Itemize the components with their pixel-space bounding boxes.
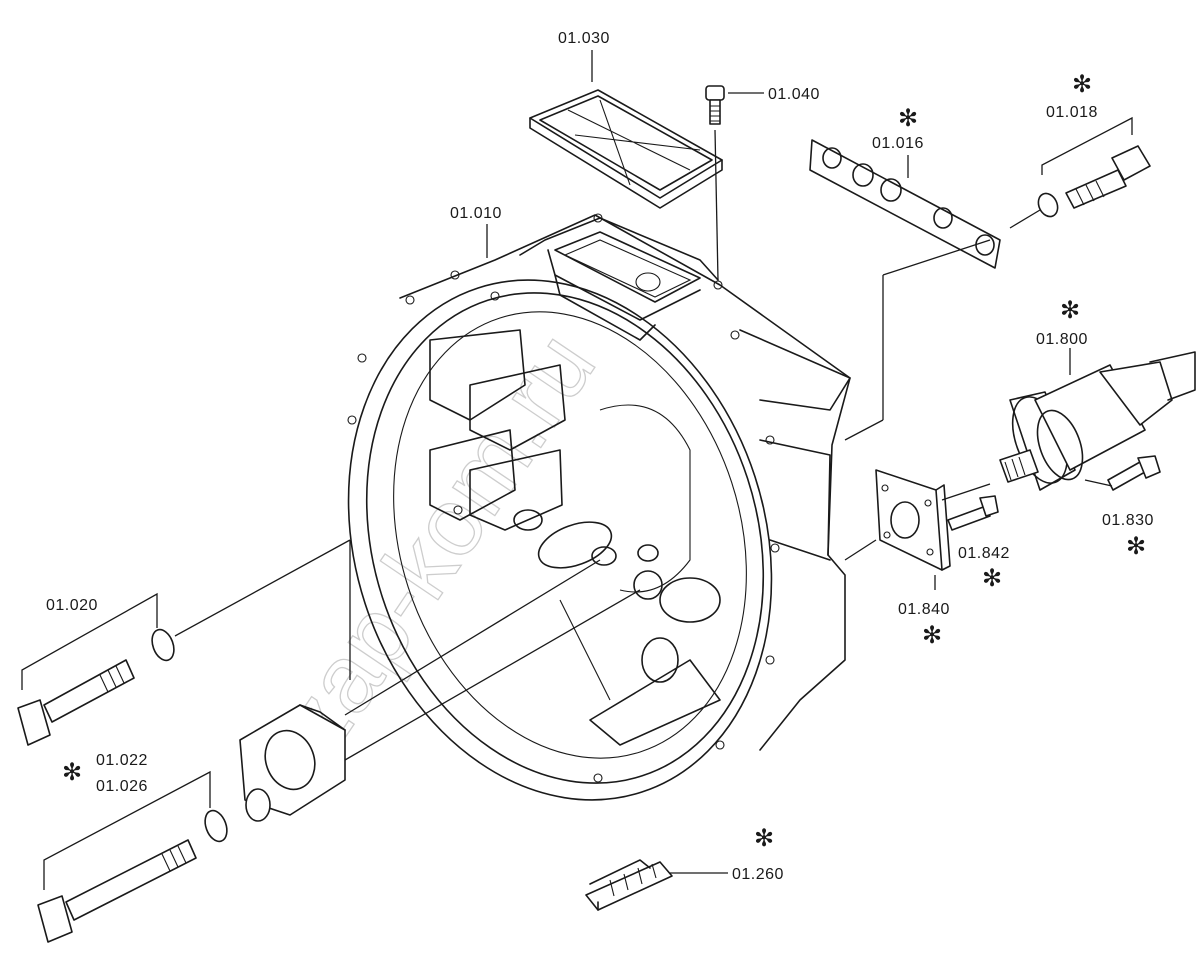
bearing-bracket — [239, 704, 346, 822]
marker-01-800: ✻ — [1060, 296, 1080, 324]
label-01-016: 01.016 — [872, 135, 924, 152]
label-01-800: 01.800 — [1036, 331, 1088, 348]
gasket — [809, 139, 1001, 269]
clip — [585, 859, 673, 911]
bolt-01-022 — [37, 809, 228, 943]
screw-01-040 — [705, 85, 725, 125]
flange-plate — [875, 469, 951, 571]
marker-01-022: ✻ — [62, 758, 82, 786]
cover-plate — [529, 89, 723, 209]
label-01-020: 01.020 — [46, 597, 98, 614]
marker-01-842: ✻ — [982, 564, 1002, 592]
label-01-010: 01.010 — [450, 205, 502, 222]
marker-01-018: ✻ — [1072, 70, 1092, 98]
label-01-018: 01.018 — [1046, 104, 1098, 121]
solenoid-valve — [999, 351, 1196, 491]
bolt-01-020 — [17, 628, 175, 746]
label-01-830: 01.830 — [1102, 512, 1154, 529]
screw-01-830 — [1107, 455, 1161, 491]
screw-01-842 — [947, 495, 999, 531]
part-labels: 01.030 01.040 01.010 ✻ 01.016 ✻ 01.018 ✻… — [46, 30, 1154, 883]
clutch-housing — [347, 213, 851, 801]
label-01-022: 01.022 — [96, 752, 148, 769]
leader-lines — [21, 50, 1133, 890]
marker-01-016: ✻ — [898, 104, 918, 132]
label-01-842: 01.842 — [958, 545, 1010, 562]
marker-01-840: ✻ — [922, 621, 942, 649]
bolt-01-018 — [1037, 145, 1151, 218]
marker-01-830: ✻ — [1126, 532, 1146, 560]
label-01-040: 01.040 — [768, 86, 820, 103]
label-01-030: 01.030 — [558, 30, 610, 47]
label-01-840: 01.840 — [898, 601, 950, 618]
label-01-026: 01.026 — [96, 778, 148, 795]
label-01-260: 01.260 — [732, 866, 784, 883]
marker-01-260: ✻ — [754, 824, 774, 852]
